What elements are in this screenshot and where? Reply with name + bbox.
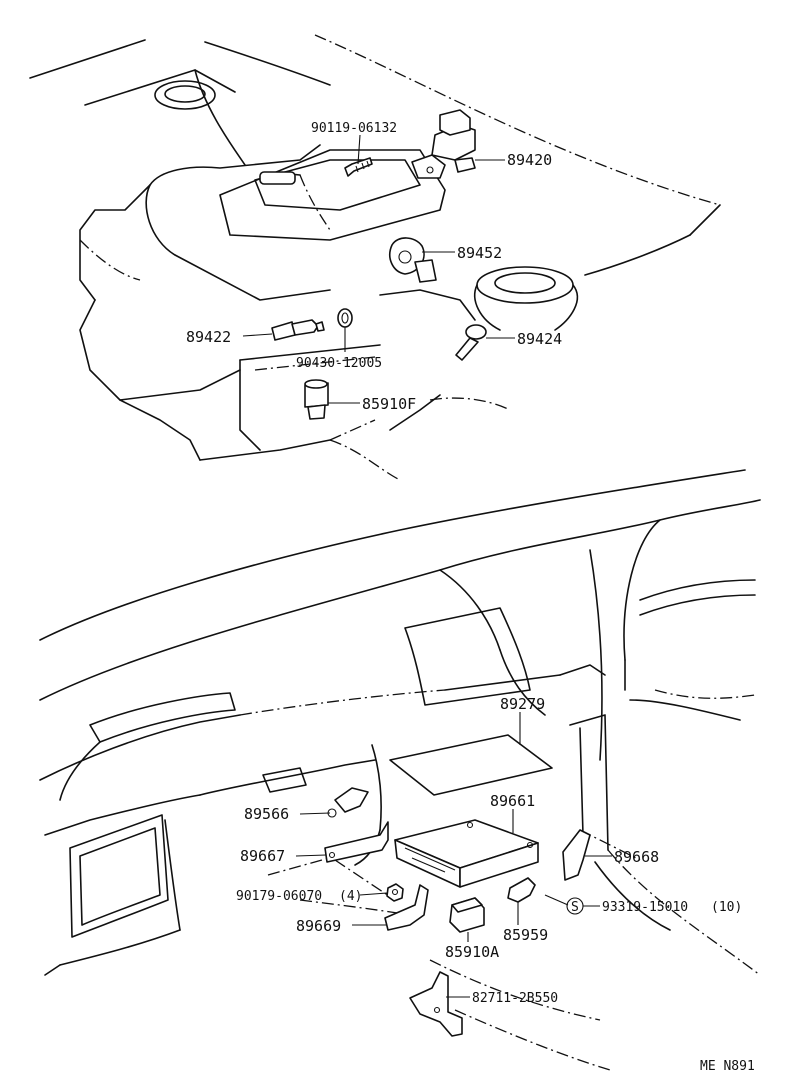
bolt-90119 bbox=[344, 157, 373, 177]
label-85910f: 85910F bbox=[362, 395, 416, 413]
bracket-82711 bbox=[409, 971, 463, 1037]
sensor-89422 bbox=[271, 319, 325, 341]
label-93319-qty: (10) bbox=[711, 900, 742, 915]
dash-leader-lines bbox=[295, 712, 612, 998]
label-89422: 89422 bbox=[186, 328, 231, 346]
bracket-89566 bbox=[327, 787, 369, 818]
bracket-89668 bbox=[562, 829, 591, 881]
label-89420: 89420 bbox=[507, 151, 552, 169]
pad-89279 bbox=[389, 734, 553, 796]
label-89279: 89279 bbox=[500, 695, 545, 713]
bracket-89667 bbox=[324, 821, 389, 863]
ecu-89661 bbox=[394, 819, 539, 888]
gasket-90430 bbox=[337, 308, 353, 328]
s-mark-circle bbox=[566, 897, 584, 915]
label-89566: 89566 bbox=[244, 805, 289, 823]
label-90119: 90119-06132 bbox=[311, 121, 397, 136]
sensor-89420 bbox=[411, 109, 476, 179]
bracket-85959 bbox=[507, 877, 536, 903]
label-82711: 82711-2B550 bbox=[472, 991, 558, 1006]
sensor-89452 bbox=[389, 237, 437, 283]
label-90179-qty: (4) bbox=[339, 889, 362, 904]
sensor-89424 bbox=[455, 324, 487, 361]
label-85959: 85959 bbox=[503, 926, 548, 944]
sensor-85910a bbox=[449, 897, 485, 933]
nut-90179 bbox=[386, 883, 404, 902]
footer-code: ME N891 bbox=[700, 1059, 755, 1074]
bracket-89669 bbox=[384, 884, 429, 931]
dashboard-illustration bbox=[39, 469, 761, 1071]
engine-leader-lines bbox=[242, 134, 515, 404]
label-89668: 89668 bbox=[614, 848, 659, 866]
label-90430: 90430-12005 bbox=[296, 356, 382, 371]
engine-bay-illustration bbox=[29, 34, 721, 481]
label-93319: 93319-15010 bbox=[602, 900, 688, 915]
label-90179: 90179-06070 bbox=[236, 889, 322, 904]
label-89424: 89424 bbox=[517, 330, 562, 348]
label-89667: 89667 bbox=[240, 847, 285, 865]
label-s-mark: S bbox=[571, 900, 579, 915]
label-85910a: 85910A bbox=[445, 943, 499, 961]
label-89661: 89661 bbox=[490, 792, 535, 810]
part-labels: 90119-06132 89420 89452 89422 90430-1200… bbox=[186, 121, 755, 1074]
label-89669: 89669 bbox=[296, 917, 341, 935]
switch-85910f bbox=[304, 379, 329, 420]
label-89452: 89452 bbox=[457, 244, 502, 262]
